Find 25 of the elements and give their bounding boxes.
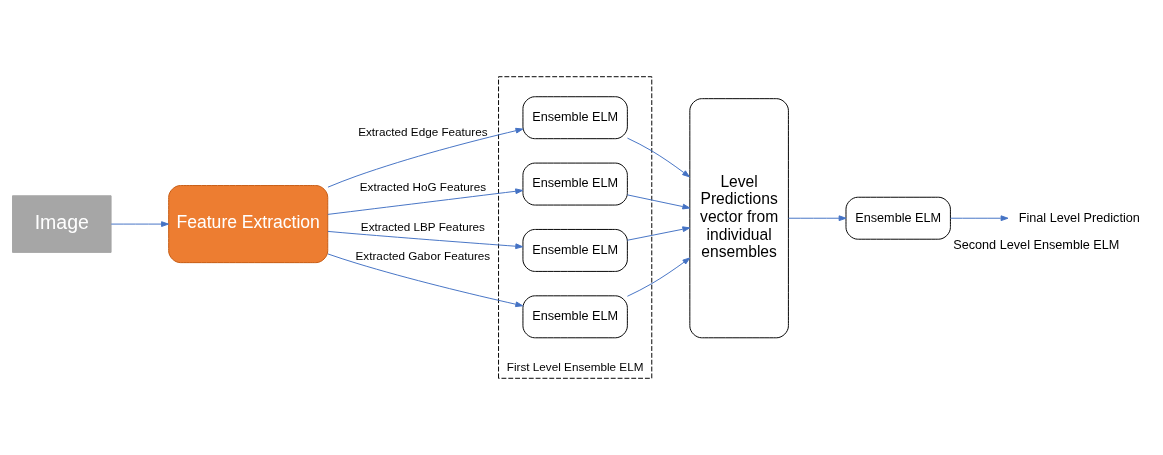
- node-box: Ensemble ELM: [522, 295, 628, 339]
- arrow: [327, 230, 524, 250]
- node-box: Level Predictions vector from individual ensembles: [689, 98, 789, 339]
- edge-label: Extracted LBP Features: [360, 219, 485, 233]
- edge-label: Extracted Gabor Features: [355, 248, 491, 262]
- arrow: [626, 257, 691, 297]
- arrow: [626, 226, 691, 241]
- node-box: Ensemble ELM: [522, 96, 628, 140]
- arrow: [327, 253, 524, 308]
- node-box: Ensemble ELM: [522, 162, 628, 206]
- arrow: [327, 188, 524, 215]
- arrow: [110, 221, 169, 227]
- edge-label: Extracted Edge Features: [358, 124, 488, 138]
- arrow: [626, 194, 691, 210]
- node-label: Second Level Ensemble ELM: [953, 238, 1120, 253]
- node-box: Ensemble ELM: [845, 196, 951, 240]
- node-box: Feature Extraction: [168, 185, 329, 264]
- node-text: Final Level Prediction: [1018, 210, 1140, 225]
- arrow: [950, 215, 1009, 222]
- edge-label: Extracted HoG Features: [359, 180, 486, 194]
- arrow: [626, 137, 690, 178]
- arrow: [327, 127, 524, 188]
- node-box: Image: [12, 195, 112, 253]
- node-box: Ensemble ELM: [522, 228, 628, 272]
- arrow: [788, 215, 847, 222]
